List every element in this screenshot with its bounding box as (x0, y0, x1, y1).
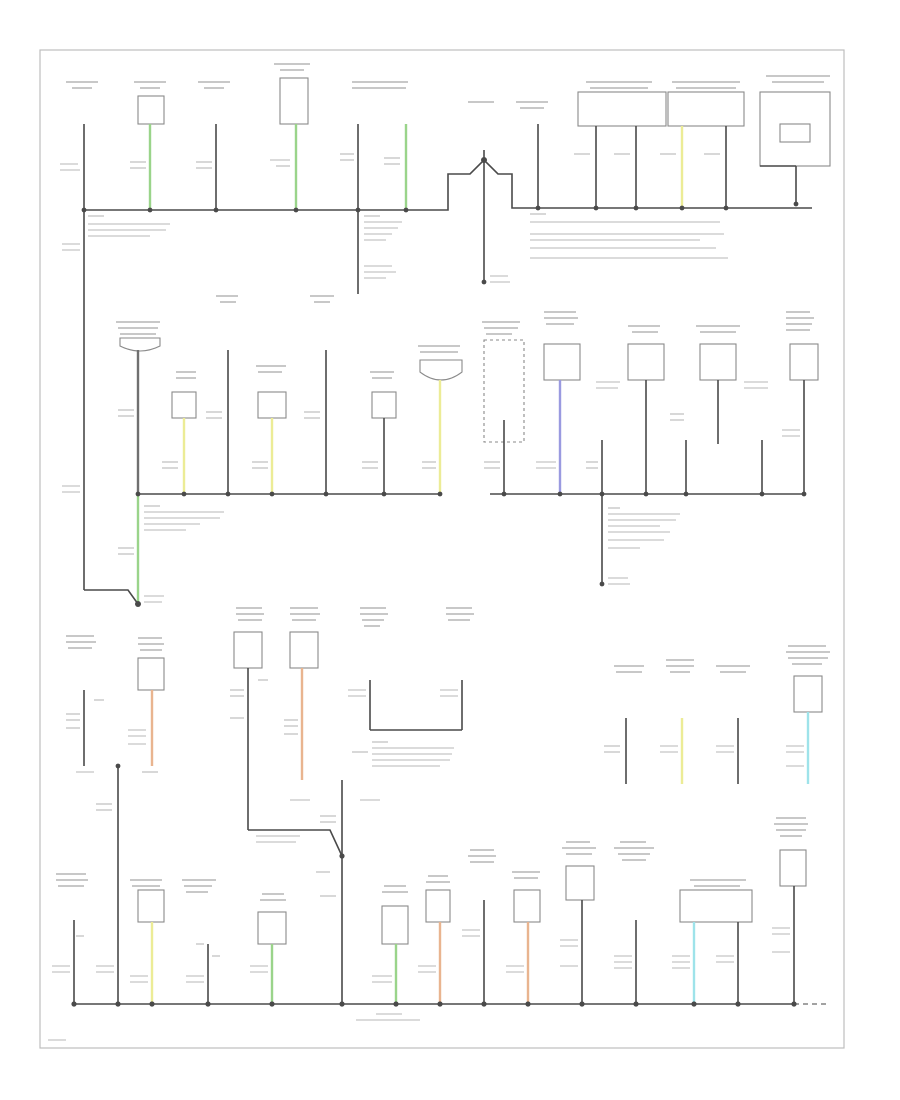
connector-cap (119, 337, 161, 352)
component-box (627, 343, 665, 381)
component-box (577, 91, 667, 127)
splice-dots (81, 157, 799, 285)
component-box (779, 849, 807, 887)
section-middle (62, 295, 819, 607)
middle-labels (116, 295, 814, 379)
splice-dots (135, 491, 807, 607)
component-box (789, 343, 819, 381)
component-box (679, 889, 753, 923)
component-box (279, 77, 309, 125)
component-box (513, 889, 541, 923)
wire-labels (66, 679, 804, 897)
component-box (137, 889, 165, 923)
top-component-labels (66, 63, 830, 109)
component-box (699, 343, 737, 381)
component-box (257, 911, 287, 945)
component-box (565, 865, 595, 901)
component-box (425, 889, 451, 923)
component-box (779, 123, 811, 143)
splice-dots (71, 1001, 797, 1007)
ground-bus-connector (406, 158, 812, 211)
bottom-labels (56, 817, 808, 901)
wire-labels (48, 927, 790, 1041)
wire-labels (62, 381, 800, 603)
component-box (793, 675, 823, 713)
component-box (289, 631, 319, 669)
component-box (137, 95, 165, 125)
connector-cap (419, 359, 463, 381)
section-lower (66, 607, 830, 1004)
lower-labels (66, 607, 830, 673)
component-box (171, 391, 197, 419)
component-box (371, 391, 397, 419)
component-box (667, 91, 745, 127)
component-box (137, 657, 165, 691)
section-top (60, 63, 831, 590)
main-ground-return (84, 589, 139, 605)
section-bottom (48, 817, 828, 1041)
diagram-border (39, 49, 845, 1049)
wire-labels (60, 153, 728, 283)
ground-wire-path (248, 829, 343, 857)
component-box (543, 343, 581, 381)
component-box (233, 631, 263, 669)
splice-dots (115, 763, 345, 859)
component-box (257, 391, 287, 419)
component-box (381, 905, 409, 945)
